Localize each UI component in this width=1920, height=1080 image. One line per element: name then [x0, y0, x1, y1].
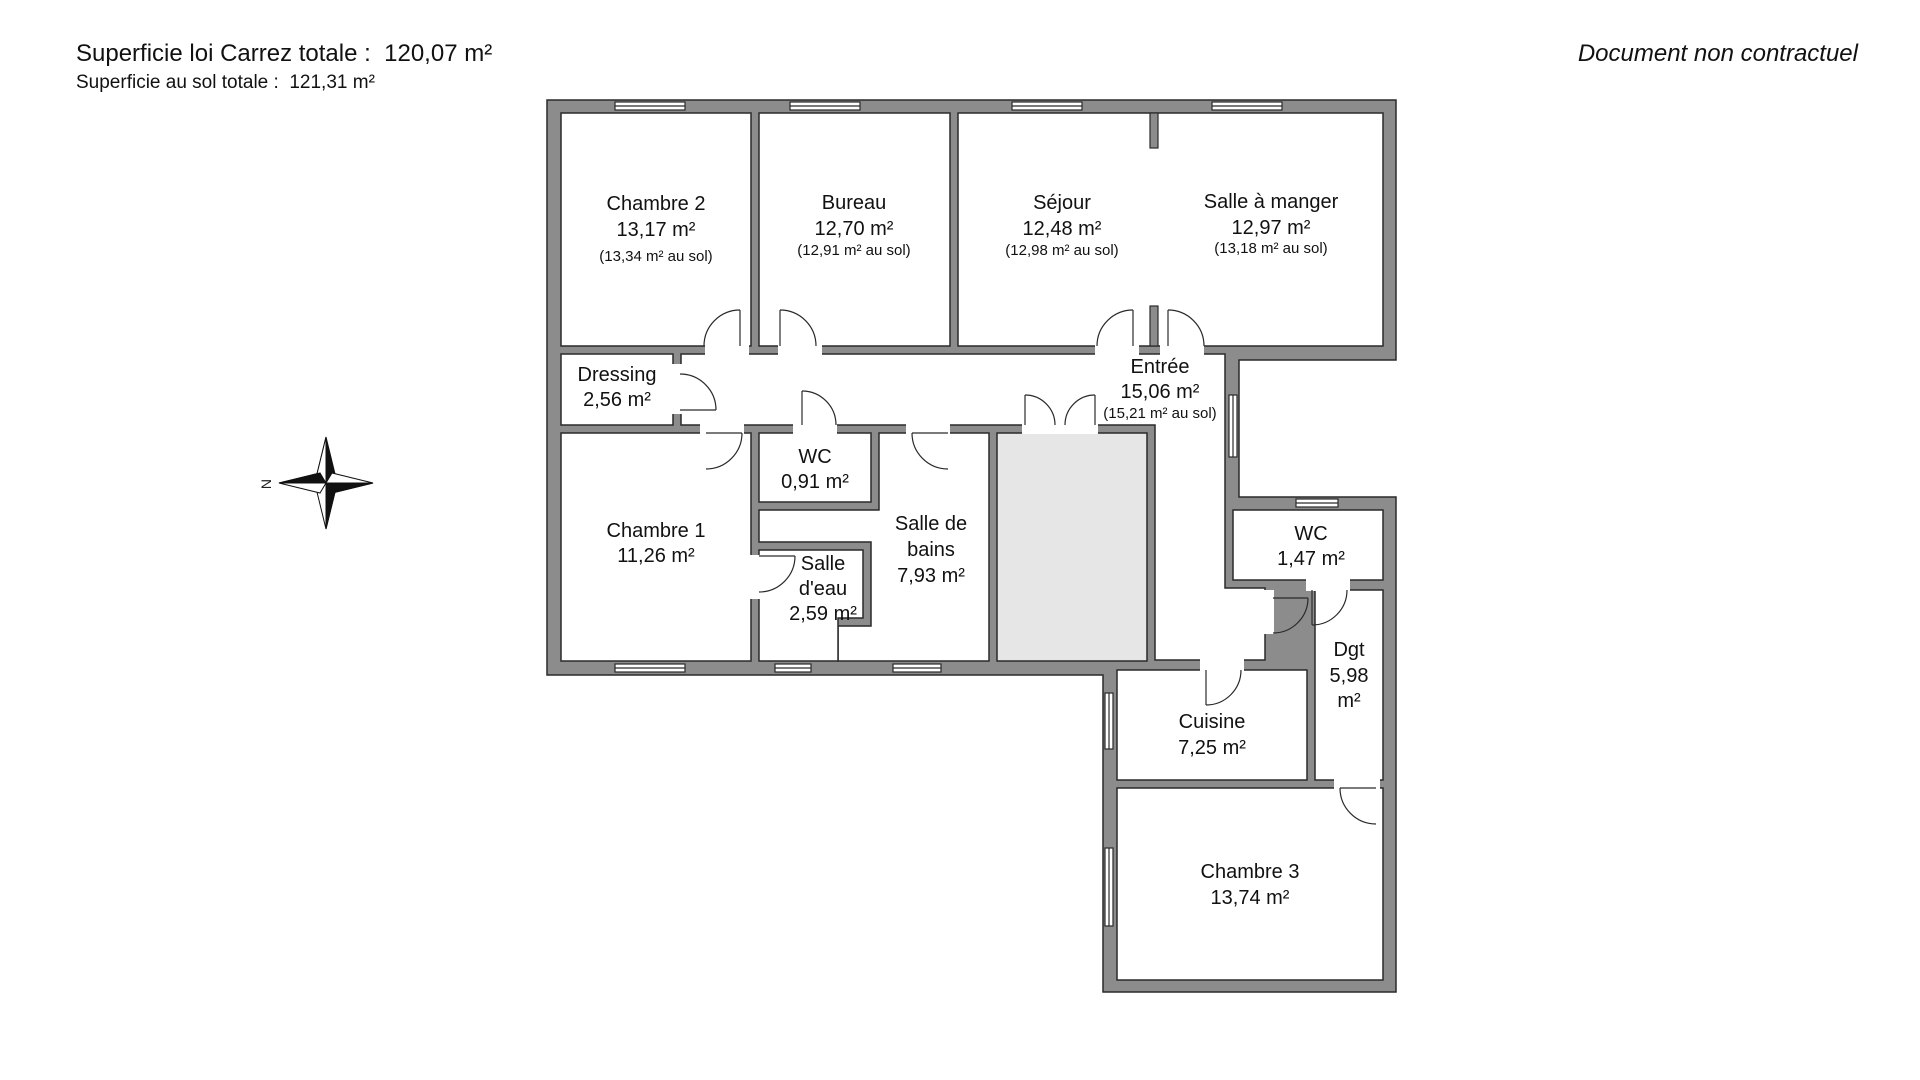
window-icon — [1011, 101, 1083, 111]
door-icon — [801, 390, 837, 426]
sol-bureau: (12,91 m² au sol) — [797, 242, 910, 259]
door-icon — [1167, 309, 1205, 347]
room-chambre-3 — [1116, 787, 1384, 981]
door-icon — [1339, 787, 1377, 825]
window-icon — [614, 663, 686, 673]
label-chambre-3: Chambre 3 — [1201, 861, 1300, 883]
rooms — [560, 112, 1384, 981]
room-wc-1 — [758, 432, 872, 503]
area-sejour: 12,48 m² — [1023, 218, 1102, 240]
door-icon — [1064, 394, 1096, 426]
label-cuisine: Cuisine — [1179, 711, 1246, 733]
carrez-total: Superficie loi Carrez totale : 120,07 m² — [76, 40, 492, 68]
area-dgt-unit: m² — [1337, 690, 1361, 712]
carrez-value: 120,07 m² — [384, 40, 493, 67]
door-icon — [911, 432, 949, 470]
sol-label: Superficie au sol totale : — [76, 72, 279, 93]
label-chambre-1: Chambre 1 — [607, 520, 706, 542]
door-icon — [703, 309, 741, 347]
room-salle-de-bains — [758, 432, 990, 662]
north-label: N — [258, 479, 274, 489]
label-sejour: Séjour — [1033, 192, 1091, 214]
shaft — [996, 432, 1148, 662]
area-entree: 15,06 m² — [1121, 381, 1200, 403]
area-wc-1: 0,91 m² — [781, 471, 849, 493]
label-salle-de-bains-2: bains — [907, 539, 955, 561]
room-cuisine — [1116, 669, 1308, 781]
window-icon — [1228, 394, 1238, 458]
doors — [679, 309, 1377, 825]
area-salle-de-bains: 7,93 m² — [897, 565, 965, 587]
sol-salle-a-manger: (13,18 m² au sol) — [1214, 240, 1327, 257]
window-icon — [614, 101, 686, 111]
label-salle-d-eau-1: Salle — [801, 553, 845, 575]
area-chambre-2: 13,17 m² — [617, 219, 696, 241]
door-icon — [1272, 597, 1309, 634]
label-salle-a-manger: Salle à manger — [1204, 191, 1339, 213]
window-icon — [774, 663, 812, 673]
door-icon — [779, 309, 817, 347]
area-bureau: 12,70 m² — [815, 218, 894, 240]
area-chambre-3: 13,74 m² — [1211, 887, 1290, 909]
label-salle-de-bains-1: Salle de — [895, 513, 967, 535]
partition-stubs — [1149, 112, 1159, 347]
label-dgt: Dgt — [1333, 639, 1365, 661]
sol-chambre-2: (13,34 m² au sol) — [599, 248, 712, 265]
label-wc-2: WC — [1294, 523, 1327, 545]
label-dressing: Dressing — [578, 364, 657, 386]
sol-total: Superficie au sol totale : 121,31 m² — [76, 72, 375, 94]
window-icon — [1104, 847, 1114, 927]
window-icon — [1295, 498, 1339, 508]
carrez-label: Superficie loi Carrez totale : — [76, 40, 371, 67]
area-chambre-1: 11,26 m² — [617, 545, 695, 567]
room-chambre-2 — [560, 112, 752, 347]
sol-value: 121,31 m² — [289, 72, 375, 93]
room-bureau — [758, 112, 951, 347]
area-salle-d-eau: 2,59 m² — [789, 603, 857, 625]
room-chambre-1 — [560, 432, 752, 662]
window-icon — [1104, 692, 1114, 750]
area-salle-a-manger: 12,97 m² — [1232, 217, 1311, 239]
room-labels: Chambre 2 13,17 m² (13,34 m² au sol) Bur… — [578, 191, 1369, 909]
windows — [614, 101, 1339, 927]
door-icon — [1096, 309, 1134, 347]
label-salle-d-eau-2: d'eau — [799, 578, 847, 600]
door-icon — [705, 432, 743, 470]
door-icon — [1205, 669, 1242, 706]
door-icon — [1024, 394, 1056, 426]
room-salle-d-eau — [758, 549, 864, 662]
disclaimer: Document non contractuel — [1577, 40, 1858, 67]
area-dressing: 2,56 m² — [583, 389, 651, 411]
window-icon — [892, 663, 942, 673]
area-cuisine: 7,25 m² — [1178, 737, 1246, 759]
sol-entree: (15,21 m² au sol) — [1103, 405, 1216, 422]
sol-sejour: (12,98 m² au sol) — [1005, 242, 1118, 259]
door-openings — [672, 345, 1380, 789]
compass-icon: N — [258, 436, 374, 530]
window-icon — [1211, 101, 1283, 111]
area-dgt-value: 5,98 — [1330, 665, 1369, 687]
room-entree — [680, 353, 1266, 661]
label-entree: Entrée — [1131, 356, 1190, 378]
window-icon — [789, 101, 861, 111]
door-icon — [679, 373, 717, 411]
door-icon — [1311, 589, 1348, 626]
label-bureau: Bureau — [822, 192, 887, 214]
door-icon — [758, 555, 796, 593]
label-chambre-2: Chambre 2 — [607, 193, 706, 215]
area-wc-2: 1,47 m² — [1277, 548, 1345, 570]
room-sejour-salle-a-manger — [957, 112, 1384, 347]
label-wc-1: WC — [798, 446, 831, 468]
